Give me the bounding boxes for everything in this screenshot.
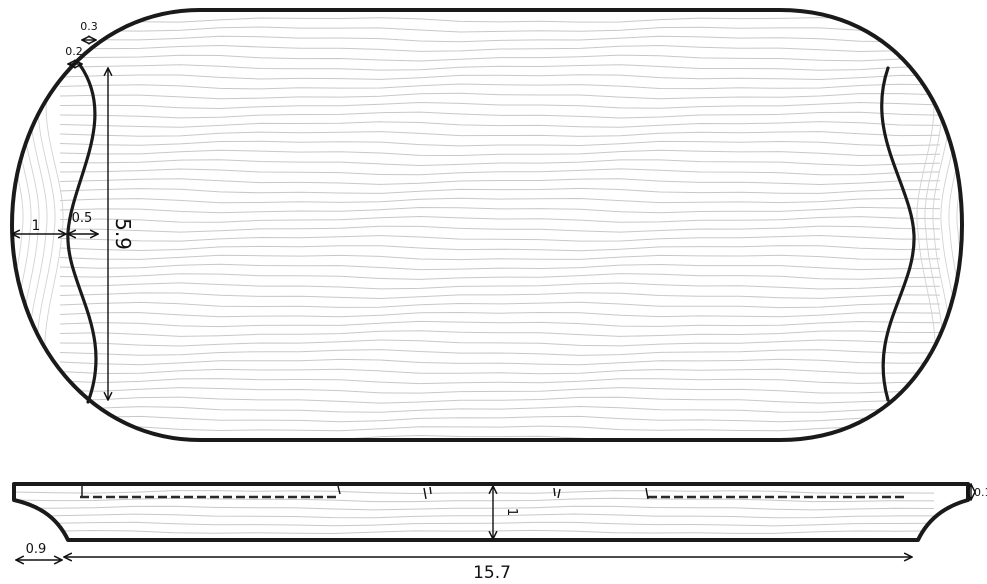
grain-line — [59, 17, 941, 23]
grain-line — [59, 178, 941, 186]
end-grain-line — [948, 69, 962, 401]
grain-line — [59, 74, 941, 81]
grain-line — [59, 245, 941, 252]
grain-line — [59, 254, 941, 261]
grain-line — [59, 131, 941, 137]
grain-line — [59, 415, 941, 423]
grain-line — [59, 225, 941, 233]
grain-line — [59, 349, 941, 356]
grain-line — [14, 505, 935, 511]
grain-line — [59, 378, 940, 385]
grain-line — [14, 513, 934, 519]
grain-line — [59, 301, 941, 309]
grain-line — [59, 44, 941, 53]
grain-line — [59, 215, 941, 223]
side-outline — [12, 482, 970, 542]
grain-line — [59, 26, 941, 33]
top-view: 5.9 1 0.5 0.3 0.2 — [10, 8, 964, 442]
grain-line — [59, 396, 941, 404]
tray-outline — [10, 8, 964, 442]
foot-offset-label: 0.9 — [26, 542, 47, 557]
grain-line — [14, 497, 935, 503]
right-inner-curve — [880, 66, 916, 402]
end-grain-line — [956, 69, 962, 401]
grain-line — [59, 339, 940, 347]
hidden-mark — [645, 487, 649, 500]
grain-line — [59, 168, 941, 176]
grain-line — [59, 159, 941, 167]
side-view: 1 0.1 0.9 15.7 — [12, 482, 987, 583]
grain-line — [59, 292, 941, 300]
grain-line — [59, 234, 940, 242]
grain-line — [59, 64, 941, 71]
grain-line — [59, 311, 941, 318]
hidden-mark — [337, 485, 341, 495]
grain-line — [59, 368, 941, 375]
grain-line — [59, 92, 941, 100]
grain-line — [59, 54, 941, 62]
grain-line — [59, 263, 941, 271]
grain-line — [59, 330, 941, 337]
grain-line — [14, 490, 935, 495]
grain-line — [59, 425, 941, 432]
height-label: 1 — [504, 508, 519, 516]
grain-line — [59, 282, 941, 290]
grain-line — [59, 111, 941, 119]
grain-line — [59, 101, 941, 110]
grain-line — [59, 405, 941, 413]
length-label: 15.7 — [473, 563, 511, 583]
rim-thickness-label: 0.1 — [974, 486, 987, 499]
grain-line — [59, 358, 941, 366]
end-depth-label: 1 — [32, 218, 41, 234]
grain-line — [59, 121, 941, 128]
grain-line — [59, 35, 941, 43]
grain-line — [59, 273, 941, 280]
grain-line — [59, 187, 941, 194]
end-gap-label: 0.5 — [72, 211, 93, 226]
wood-grain — [59, 17, 941, 440]
rim-far-label: 0.3 — [80, 20, 98, 33]
grain-line — [59, 83, 941, 90]
grain-line — [59, 387, 941, 394]
width-label: 5.9 — [111, 218, 135, 250]
hidden-mark — [553, 487, 561, 499]
rim-near-label: 0.2 — [65, 45, 83, 58]
side-wood-grain — [14, 490, 935, 535]
grain-line — [14, 529, 935, 535]
grain-line — [59, 320, 941, 328]
grain-line — [59, 206, 941, 214]
hidden-mark — [423, 486, 432, 500]
grain-line — [59, 140, 941, 147]
grain-line — [14, 521, 935, 527]
grain-line — [59, 197, 941, 204]
grain-line — [59, 149, 941, 157]
